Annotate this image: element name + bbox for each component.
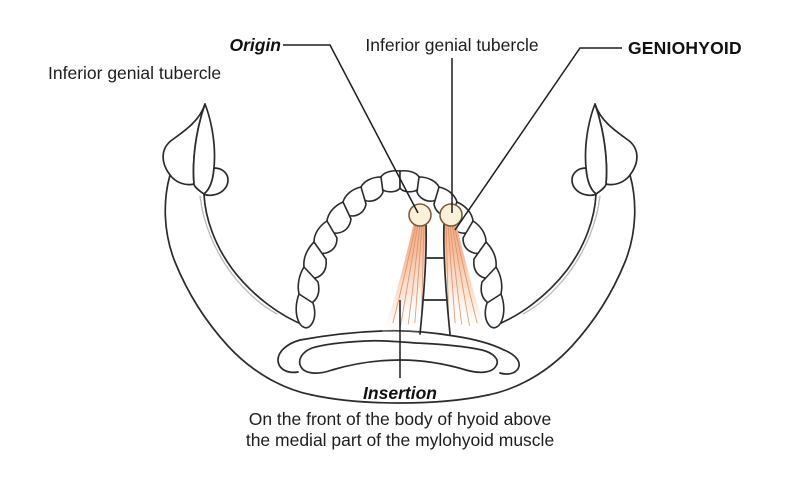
- hyoid-greater-horn-left: [277, 339, 301, 374]
- inferior-genial-tubercle-right: [439, 203, 463, 227]
- label-insertion-line2: the medial part of the mylohyoid muscle: [246, 430, 554, 450]
- hyoid-bone: [277, 329, 520, 375]
- leader-lines: [283, 44, 622, 378]
- tooth-left-8: [295, 293, 316, 329]
- geniohyoid-left-fibers: [389, 223, 425, 326]
- label-origin-title: Origin: [229, 35, 281, 55]
- geniohyoid-muscles: [382, 222, 488, 335]
- label-inferior-genial-tubercle: Inferior genial tubercle: [365, 35, 538, 55]
- right-mandible-outer-border: [487, 174, 636, 396]
- geniohyoid-right-medial-border: [442, 223, 451, 335]
- left-condyle: [203, 167, 229, 197]
- right-mandible-inner-border: [493, 193, 597, 327]
- tooth-right-8: [484, 293, 505, 329]
- label-insertion-line1: On the front of the body of hyoid above: [249, 409, 552, 429]
- hyoid-body-and-horns: [298, 339, 499, 374]
- mandible-symphysis-outline: [311, 394, 489, 404]
- genial-tubercles: [408, 203, 463, 227]
- label-geniohyoid: GENIOHYOID: [628, 38, 742, 58]
- inferior-genial-tubercle-left: [408, 203, 432, 227]
- right-condyle: [571, 167, 597, 197]
- left-mandible-inner-border: [203, 193, 307, 327]
- left-mandible-shading: [199, 195, 278, 315]
- label-insertion-title: Insertion: [363, 383, 437, 403]
- labels: Origin Inferior genial tubercle Inferior…: [48, 35, 742, 450]
- right-mandible-shading: [522, 195, 601, 315]
- left-mandible-outer-border: [164, 174, 313, 396]
- geniohyoid-left-medial-border: [419, 223, 428, 335]
- label-origin-detail: Inferior genial tubercle: [48, 63, 221, 83]
- hyoid-greater-horn-right: [499, 349, 520, 375]
- leader-origin: [283, 44, 419, 214]
- leader-geniohyoid: [454, 47, 622, 231]
